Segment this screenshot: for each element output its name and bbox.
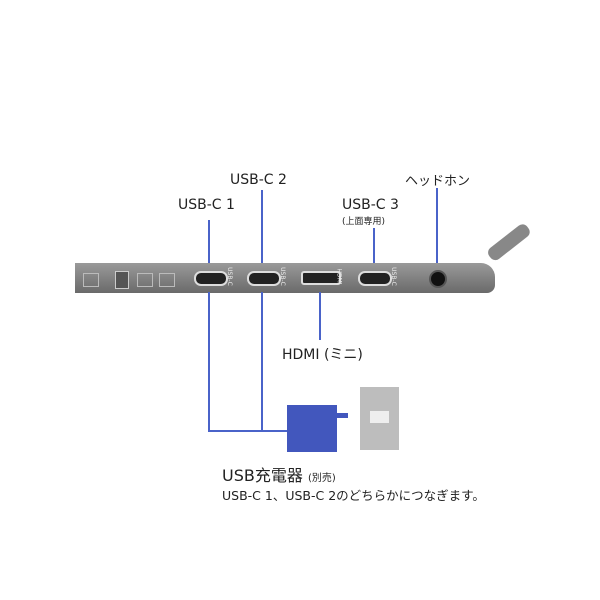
hdmi-port (301, 271, 341, 285)
connector-line-usbc2-bottom (261, 292, 263, 432)
connector-line-charger (208, 430, 288, 432)
outlet-socket-icon (370, 411, 389, 423)
charger-note: (別売) (307, 473, 336, 484)
device-hinge (485, 221, 533, 263)
slide-switch[interactable] (115, 271, 129, 289)
hdmi-marking: HDMI (335, 268, 343, 285)
connector-line-usbc3-top (373, 228, 375, 268)
connector-line-usbc2-top (261, 190, 263, 268)
usbc2-port (247, 271, 281, 286)
label-hdmi: HDMI (ミニ) (282, 347, 363, 363)
usbc1-marking: USB-C (225, 267, 233, 286)
usb-charger (287, 405, 337, 452)
switch-indicator (83, 273, 99, 287)
switch-mark-aa (159, 273, 175, 287)
label-usbc3-note: (上面専用) (342, 217, 386, 227)
label-usbc3: USB-C 3 (342, 197, 399, 213)
label-usbc1: USB-C 1 (178, 197, 235, 213)
device-edge: USB-C USB-C HDMI USB-C (75, 263, 495, 293)
connector-line-headphone (436, 188, 438, 266)
switch-mark-a (137, 273, 153, 287)
charger-plug (337, 413, 348, 418)
connector-line-hdmi (319, 292, 321, 340)
connector-line-usbc1-bottom (208, 292, 210, 432)
usbc1-port (194, 271, 228, 286)
wall-outlet (360, 387, 399, 450)
label-headphone: ヘッドホン (405, 174, 471, 189)
label-charger: USB充電器 (別売) (222, 462, 336, 486)
usbc2-marking: USB-C (278, 267, 286, 286)
headphone-jack (429, 270, 447, 288)
connector-line-usbc1-top (208, 220, 210, 268)
charger-title: USB充電器 (222, 466, 303, 485)
usbc3-port (358, 271, 392, 286)
charger-description: USB-C 1、USB-C 2のどちらかにつなぎます。 (222, 488, 485, 503)
usbc3-marking: USB-C (389, 267, 397, 286)
label-usbc2: USB-C 2 (230, 172, 287, 188)
